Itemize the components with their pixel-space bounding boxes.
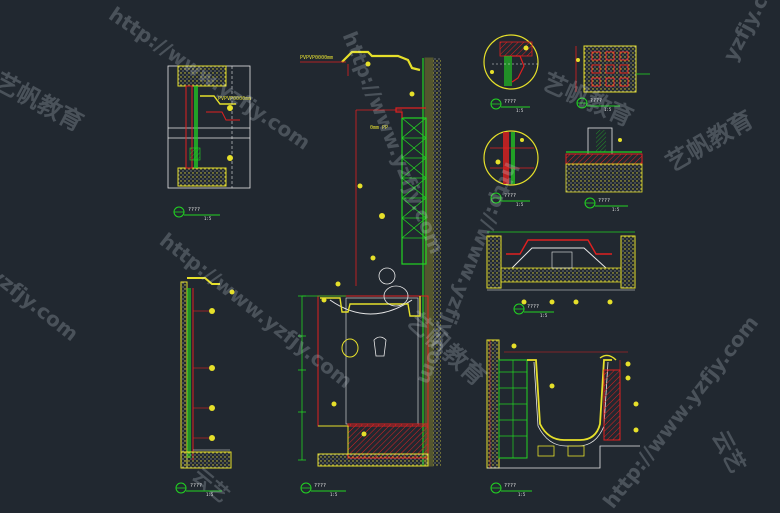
detail-scale-text-4: 1:5 <box>516 108 524 113</box>
detail-circle-top <box>483 34 539 90</box>
detail-title-9 <box>490 482 532 494</box>
detail-title-text-9: ???? <box>504 483 517 489</box>
detail-title-2 <box>175 482 222 494</box>
detail-floor-step <box>565 127 643 193</box>
detail-tile-plan <box>575 45 650 93</box>
detail-title-text-5: ???? <box>504 193 517 199</box>
detail-bathtub-section <box>486 339 640 469</box>
section-note-top: PVPVP0000mm <box>300 55 334 61</box>
detail-scale-text-9: 1:5 <box>518 492 526 497</box>
detail-title-text-6: ???? <box>590 98 603 104</box>
detail-title-1 <box>173 206 220 218</box>
detail-wall-section-left <box>180 277 235 469</box>
detail-title-text-4: ???? <box>504 99 517 105</box>
detail-title-text-1: ???? <box>188 207 201 213</box>
detail-bathtub-plan <box>486 231 636 305</box>
detail-title-text-8: ???? <box>527 304 540 310</box>
detail-title-text-7: ???? <box>598 198 611 204</box>
detail-scale-text-7: 1:5 <box>612 207 620 212</box>
detail-title-text-3: ???? <box>314 483 327 489</box>
detail-scale-text-5: 1:5 <box>516 202 524 207</box>
detail-scale-text-2: 1:5 <box>206 492 214 497</box>
detail-scale-text-1: 1:5 <box>204 216 212 221</box>
detail-title-6 <box>576 97 620 109</box>
detail-title-8 <box>513 303 554 315</box>
detail-title-7 <box>584 197 628 209</box>
detail-title-text-2: ???? <box>190 483 203 489</box>
detail-title-5 <box>490 192 530 204</box>
detail-title-3 <box>300 482 346 494</box>
detail-title-4 <box>490 98 530 110</box>
section-note-mid: 0mm PP <box>370 125 389 131</box>
detail-circle-middle <box>483 130 539 186</box>
detail-scale-text-8: 1:5 <box>540 313 548 318</box>
detail-scale-text-6: 1:5 <box>604 107 612 112</box>
main-elevation-section <box>298 50 441 467</box>
detail-scale-text-3: 1:5 <box>330 492 338 497</box>
detail-wall-section-small <box>167 65 251 189</box>
section-note-left: PVPVP0000mm <box>218 96 252 102</box>
